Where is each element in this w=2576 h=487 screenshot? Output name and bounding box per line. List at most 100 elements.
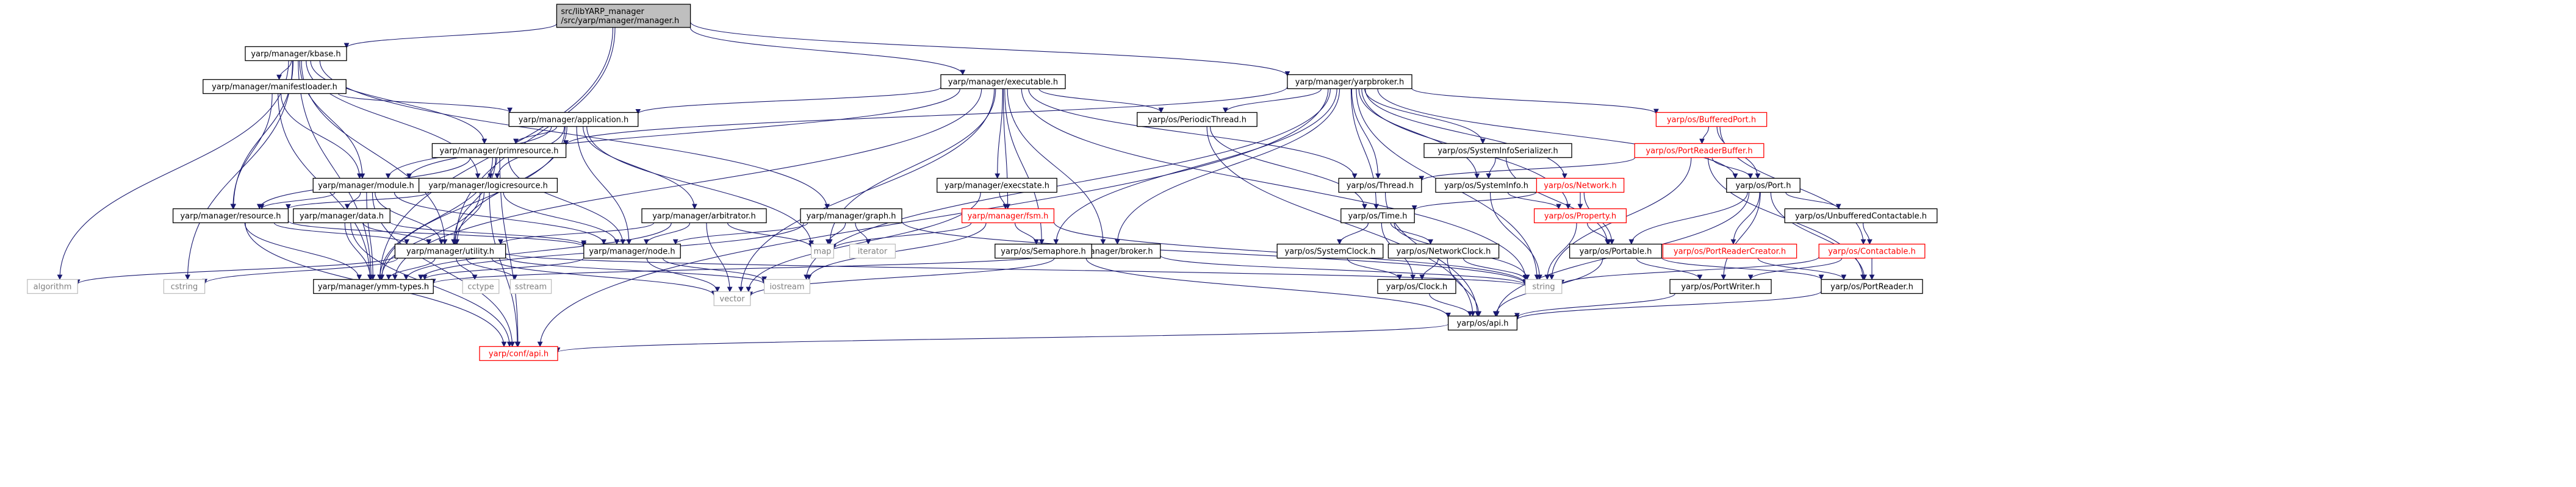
edge-ymm-broker-to-std-string <box>1160 255 1528 286</box>
edge-ymm-utility-to-std-string <box>505 252 1528 286</box>
node-ymm-application[interactable]: yarp/manager/application.h <box>508 112 639 127</box>
node-yos-clock[interactable]: yarp/os/Clock.h <box>1377 279 1456 294</box>
node-ymm-node[interactable]: yarp/manager/node.h <box>583 243 681 259</box>
edge-ymm-executable-to-ymm-module <box>406 88 960 179</box>
node-label: yarp/manager/ymm-types.h <box>318 283 429 292</box>
node-label: yarp/os/Clock.h <box>1386 283 1447 292</box>
node-box <box>1525 279 1563 294</box>
node-root[interactable]: src/libYARP_manager/src/yarp/manager/man… <box>556 4 691 28</box>
edge-ymm-kbase-to-ymm-graph <box>319 60 830 210</box>
node-yos-contactable[interactable]: yarp/os/Contactable.h <box>1818 243 1926 259</box>
node-ymm-data[interactable]: yarp/manager/data.h <box>293 208 390 224</box>
node-ymm-manifestloader[interactable]: yarp/manager/manifestloader.h <box>203 79 347 94</box>
edge-ymm-yarpbroker-to-yos-bufferedport <box>1411 88 1659 115</box>
edge-ymm-executable-to-ymm-execstate <box>995 88 1003 179</box>
node-yos-sysinfoser[interactable]: yarp/os/SystemInfoSerializer.h <box>1423 143 1572 158</box>
node-label: yarp/manager/logicresource.h <box>428 182 548 191</box>
edge-ymm-module-to-ymm-node <box>394 192 606 245</box>
node-yos-thread[interactable]: yarp/os/Thread.h <box>1338 177 1422 193</box>
edge-ymm-manifestloader-to-ymm-application <box>337 93 513 113</box>
node-ymm-primresource[interactable]: yarp/manager/primresource.h <box>431 143 567 158</box>
node-box <box>1634 143 1765 158</box>
edge-ymm-executable-to-std-string <box>1021 88 1528 280</box>
node-yos-semaphore[interactable]: yarp/os/Semaphore.h <box>995 243 1092 259</box>
edge-ymm-manifestloader-to-ymm-module <box>281 93 362 179</box>
edge-ymm-data-to-ymm-ymmtypes <box>344 222 373 280</box>
edge-yos-portable-to-yos-portreader <box>1661 257 1824 280</box>
edge-ymm-kbase-to-ymm-utility <box>301 60 448 245</box>
node-label: yarp/os/Semaphore.h <box>1001 247 1086 257</box>
node-ymm-executable[interactable]: yarp/manager/executable.h <box>940 74 1066 90</box>
node-ymm-ymmtypes[interactable]: yarp/manager/ymm-types.h <box>313 279 434 294</box>
node-yconf-api[interactable]: yarp/conf/api.h <box>479 346 558 361</box>
edge-yos-port-to-yos-unbuffered <box>1785 192 1841 210</box>
node-yos-systemclock[interactable]: yarp/os/SystemClock.h <box>1276 243 1384 259</box>
edge-ymm-yarpbroker-to-yos-sysinfoser <box>1364 88 1486 144</box>
node-ymm-resource[interactable]: yarp/manager/resource.h <box>172 208 289 224</box>
node-ymm-arbitrator[interactable]: yarp/manager/arbitrator.h <box>641 208 767 224</box>
node-label: yarp/manager/module.h <box>318 182 414 191</box>
node-ymm-graph[interactable]: yarp/manager/graph.h <box>800 208 902 224</box>
node-label: sstream <box>515 283 547 292</box>
edge-ymm-primresource-to-ymm-node <box>508 157 626 245</box>
node-label: yarp/os/api.h <box>1457 319 1509 329</box>
node-yos-bufferedport[interactable]: yarp/os/BufferedPort.h <box>1655 112 1768 127</box>
edge-yos-networkclock-to-yos-clock <box>1419 258 1439 280</box>
node-yos-port[interactable]: yarp/os/Port.h <box>1726 177 1801 193</box>
edge-root-to-ymm-executable <box>689 27 966 76</box>
node-box <box>583 243 681 259</box>
node-label: /src/yarp/manager/manager.h <box>561 16 679 26</box>
edge-ymm-primresource-to-ymm-logicresource <box>487 157 497 179</box>
node-box <box>1338 177 1422 193</box>
edge-ymm-graph-to-std-iterator <box>855 222 871 245</box>
edge-ymm-yarpbroker-to-yos-network <box>1365 88 1567 179</box>
node-ymm-kbase[interactable]: yarp/manager/kbase.h <box>245 46 347 62</box>
node-ymm-execstate[interactable]: yarp/manager/execstate.h <box>937 177 1057 193</box>
node-label: yarp/os/Time.h <box>1348 212 1408 221</box>
node-label: yarp/os/Port.h <box>1736 182 1791 191</box>
node-yos-periodicthread[interactable]: yarp/os/PeriodicThread.h <box>1137 112 1257 127</box>
node-yos-portreadercreator[interactable]: yarp/os/PortReaderCreator.h <box>1662 243 1797 259</box>
node-box <box>431 143 567 158</box>
node-yos-portreaderbuffer[interactable]: yarp/os/PortReaderBuffer.h <box>1634 143 1765 158</box>
node-label: yarp/manager/execstate.h <box>944 182 1049 191</box>
node-yos-portable[interactable]: yarp/os/Portable.h <box>1569 243 1663 259</box>
node-box <box>940 74 1066 90</box>
edge-ymm-utility-to-std-cctype <box>456 258 478 280</box>
edge-yos-portreadercreator-to-yos-portreader <box>1757 258 1847 280</box>
node-box <box>1340 208 1415 224</box>
node-yos-portwriter[interactable]: yarp/os/PortWriter.h <box>1669 279 1772 294</box>
edge-ymm-yarpbroker-to-ymm-primresource <box>563 87 1288 146</box>
node-yos-property[interactable]: yarp/os/Property.h <box>1533 208 1627 224</box>
node-box <box>713 291 751 307</box>
edge-ymm-executable-to-ymm-ymmtypes <box>392 88 982 280</box>
node-ymm-yarpbroker[interactable]: yarp/manager/yarpbroker.h <box>1287 74 1412 90</box>
node-std-map: map <box>810 243 835 259</box>
node-yos-time[interactable]: yarp/os/Time.h <box>1340 208 1415 224</box>
edge-yos-portable-to-yos-portwriter <box>1636 258 1703 280</box>
node-ymm-module[interactable]: yarp/manager/module.h <box>312 177 420 193</box>
edge-ymm-yarpbroker-to-std-iostream <box>804 88 1331 280</box>
edge-yos-port-to-yos-portreadercreator <box>1730 192 1760 245</box>
edge-ymm-graph-to-std-string <box>901 221 1528 285</box>
edge-ymm-kbase-to-ymm-ymmtypes <box>298 60 374 280</box>
edge-yos-sysinfoser-to-yos-portable <box>1505 157 1610 245</box>
node-ymm-utility[interactable]: yarp/manager/utility.h <box>394 243 506 259</box>
node-yos-api[interactable]: yarp/os/api.h <box>1447 315 1518 331</box>
node-yos-network[interactable]: yarp/os/Network.h <box>1536 177 1625 193</box>
node-ymm-logicresource[interactable]: yarp/manager/logicresource.h <box>418 177 558 193</box>
node-yos-networkclock[interactable]: yarp/os/NetworkClock.h <box>1387 243 1500 259</box>
edge-yos-portreaderbuffer-to-yos-thread <box>1419 157 1636 182</box>
node-box <box>418 177 558 193</box>
node-yos-unbuffered[interactable]: yarp/os/UnbufferedContactable.h <box>1784 208 1938 224</box>
node-box <box>937 177 1057 193</box>
node-box <box>1447 315 1518 331</box>
edge-ymm-logicresource-to-yconf-api <box>489 192 520 347</box>
node-yos-portreader[interactable]: yarp/os/PortReader.h <box>1821 279 1923 294</box>
node-yos-systeminfo[interactable]: yarp/os/SystemInfo.h <box>1435 177 1538 193</box>
node-ymm-fsm[interactable]: yarp/manager/fsm.h <box>961 208 1055 224</box>
edge-ymm-utility-to-std-sstream <box>466 258 518 280</box>
edge-ymm-execstate-to-std-vector <box>746 192 981 293</box>
edge-ymm-manifestloader-to-ymm-resource <box>230 93 273 210</box>
edge-yos-property-to-std-string <box>1544 222 1577 280</box>
